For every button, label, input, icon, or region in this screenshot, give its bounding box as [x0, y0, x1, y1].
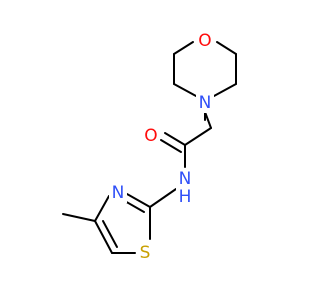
atom-n-morpholine-label: N — [199, 93, 212, 113]
bond-n-ch2-b — [204, 111, 212, 129]
bond-c4-c5-2 — [102, 220, 118, 248]
bond-carbonyl-o-1 — [164, 132, 186, 146]
bond-c4-c5-1 — [94, 220, 113, 254]
atom-n-thiazole-label: N — [112, 183, 125, 203]
bond-c2-n3-1 — [126, 193, 151, 208]
atom-o-morpholine-label: O — [198, 31, 211, 51]
atom-nh-amide-h-label: H — [179, 187, 192, 207]
atom-n-thiazole: N — [109, 183, 127, 203]
atom-layer: O N O N H N S — [109, 31, 214, 263]
bond-n3-c4 — [94, 195, 110, 222]
bond-nh-c2 — [149, 188, 177, 208]
atom-nh-amide-label: N — [179, 169, 192, 189]
bond-n-c3 — [213, 83, 237, 97]
bond-c4-o — [216, 41, 237, 55]
bond-c4-methyl — [62, 213, 96, 222]
atom-s-thiazole: S — [136, 243, 154, 263]
bond-o-c1 — [173, 41, 194, 55]
atom-o-morpholine: O — [196, 31, 214, 51]
atom-n-morpholine: N — [196, 93, 214, 113]
bond-ch2-carbonyl — [184, 127, 212, 146]
molecule-structure-diagram: O N O N H N S — [62, 31, 237, 263]
atom-o-carbonyl: O — [142, 126, 160, 146]
atom-nh-amide: N H — [176, 169, 194, 207]
atom-s-thiazole-label: S — [140, 243, 151, 263]
bond-carbonyl-o-2 — [160, 139, 182, 153]
bond-layer — [62, 41, 237, 254]
bond-c2-n — [173, 83, 197, 97]
atom-o-carbonyl-label: O — [144, 126, 157, 146]
molecule-svg: O N O N H N S — [62, 31, 237, 263]
